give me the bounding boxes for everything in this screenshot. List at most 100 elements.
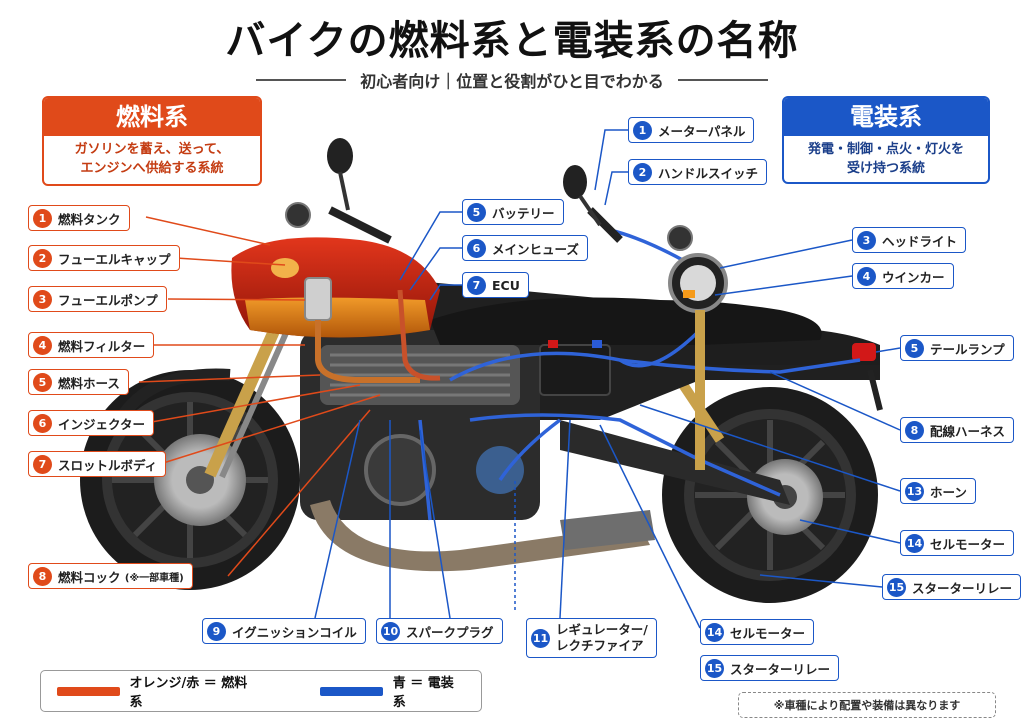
fuel-desc-line1: ガソリンを蓄え、送って、 [74,142,230,157]
label-number: 5 [905,338,924,358]
label-text: セルモーター [930,536,1006,552]
divider [677,79,768,81]
electric-label: 5 バッテリー [462,199,564,225]
electric-label: 5 テールランプ [900,335,1014,361]
label-text: スパークプラグ [406,624,494,640]
fuel-system-description: ガソリンを蓄え、送って、 エンジンへ供給する系統 [44,136,260,182]
electric-label: 1 メーターパネル [628,117,755,143]
swingarm [560,420,790,505]
label-number: 6 [467,238,486,258]
divider [256,79,347,81]
label-number: 8 [33,566,52,586]
label-text: 燃料フィルター [58,338,146,354]
fuel-tank [231,237,440,338]
label-text: フューエルポンプ [58,292,158,308]
label-text: フューエルキャップ [58,251,171,267]
label-text: インジェクター [58,416,146,432]
label-text: スターターリレー [912,580,1013,596]
label-number: 3 [857,230,876,250]
fuel-label: 5 燃料ホース [28,369,129,395]
label-number: 5 [467,202,486,222]
label-text: ECU [492,277,520,293]
fuel-label: 2 フューエルキャップ [28,245,180,271]
electric-label: 15 スターターリレー [700,655,840,681]
label-number: 8 [905,420,924,440]
electric-label: 2 ハンドルスイッチ [628,159,768,185]
seat [430,297,822,345]
label-text: 配線ハーネス [930,423,1006,439]
label-number: 10 [381,621,400,641]
label-text: レクチファイア [556,638,644,653]
label-number: 2 [633,162,652,182]
label-number: 5 [33,372,52,392]
handlebar [285,138,693,251]
label-number: 13 [905,481,924,501]
electric-label: 3 ヘッドライト [852,227,967,253]
electric-label: 10 スパークプラグ [376,618,503,644]
label-number: 7 [467,275,486,295]
label-text: ハンドルスイッチ [658,165,759,181]
fuel-label: 3 フューエルポンプ [28,286,167,312]
label-text: セルモーター [730,625,806,641]
legend: オレンジ/赤 ＝ 燃料系 青 ＝ 電装系 [40,670,482,712]
label-number: 1 [633,120,652,140]
label-text: バッテリー [492,205,555,221]
label-text: スロットルボディ [58,457,158,473]
fuel-system-heading: 燃料系 [44,98,260,136]
footnote: ※車種により配置や装備は異なります [738,692,996,718]
electrical-system-heading: 電装系 [784,98,988,136]
electric-label: 7 ECU [462,272,529,298]
label-text: テールランプ [930,341,1005,357]
fuel-label: 4 燃料フィルター [28,332,155,358]
label-text: ヘッドライト [882,233,958,249]
legend-fuel-text: オレンジ/赤 ＝ 燃料系 [129,676,248,710]
exhaust [310,500,650,572]
electric-leader-lines [314,129,901,629]
legend-swatch-electric [320,686,383,696]
label-number: 2 [33,248,52,268]
label-text: 燃料コック [58,569,121,585]
electric-label: 8 配線ハーネス [900,417,1015,443]
label-text: メーターパネル [658,123,746,139]
subtitle: 初心者向け｜位置と役割がひと目でわかる [360,72,664,91]
label-text-block: レギュレーター/レクチファイア [556,622,648,654]
front-wheel [80,368,300,590]
label-text: スターターリレー [730,661,831,677]
label-number: 7 [33,454,52,474]
label-number: 14 [905,533,924,553]
battery [539,344,611,396]
electric-label: 6 メインヒューズ [462,235,588,261]
electric-label: 15 スターターリレー [882,574,1022,600]
label-number: 4 [857,266,876,286]
label-number: 4 [33,335,52,355]
label-text: 燃料ホース [58,375,120,391]
label-note: (※一部車種) [124,572,184,584]
turn-signal [683,290,695,298]
label-number: 15 [887,577,906,597]
fuel-system-box: 燃料系 ガソリンを蓄え、送って、 エンジンへ供給する系統 [42,96,262,186]
headlight [668,253,728,313]
tail-lamp [852,343,876,361]
fuel-label: 8 燃料コック (※一部車種) [28,563,193,589]
electrical-system-description: 発電・制御・点火・灯火を 受け持つ系統 [784,136,988,182]
label-text: メインヒューズ [492,241,579,257]
label-text: ウインカー [882,269,945,285]
label-number: 3 [33,289,52,309]
fuel-desc-line2: エンジンへ供給する系統 [80,161,224,176]
fuel-label: 7 スロットルボディ [28,451,167,477]
electric-label: 4 ウインカー [852,263,954,289]
label-number: 9 [207,621,226,641]
label-text: イグニッションコイル [232,624,357,640]
electric-label: 14 セルモーター [700,619,815,645]
legend-electric-text: 青 ＝ 電装系 [392,676,454,710]
electric-label: 9 イグニッションコイル [202,618,366,644]
fuel-label: 6 インジェクター [28,410,155,436]
elec-desc-line1: 発電・制御・点火・灯火を [807,142,964,157]
label-number: 6 [33,413,52,433]
label-number: 1 [33,208,52,228]
label-number: 15 [705,658,724,678]
label-number: 14 [705,622,724,642]
